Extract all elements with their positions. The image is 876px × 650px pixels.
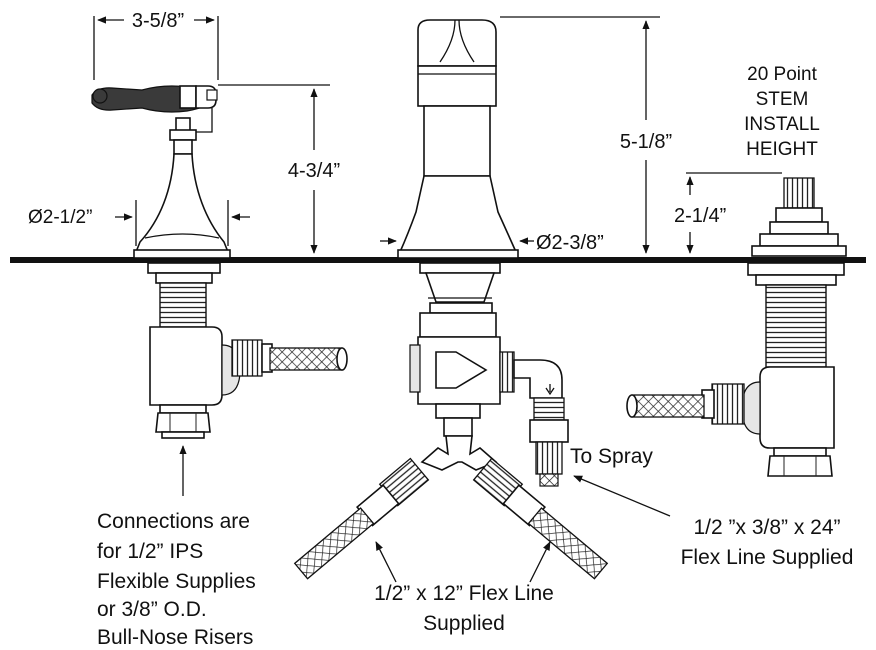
countertop-line (10, 257, 866, 263)
flex-12-note-line-1: 1/2” x 12” Flex Line (374, 582, 554, 605)
dim-spout-base-dia: Ø2-3/8” (536, 232, 604, 254)
leader-arrows (179, 445, 671, 583)
stem-label-line-2: STEM (756, 89, 809, 110)
dimension-lines (93, 16, 782, 254)
dim-handle-height: 4-3/4” (288, 160, 340, 182)
flex-24-note-line-1: 1/2 ”x 3/8” x 24” (693, 516, 840, 539)
stem-label-line-4: HEIGHT (746, 139, 818, 160)
flex-24-note-line-2: Flex Line Supplied (681, 546, 854, 569)
spout-assembly (293, 19, 609, 580)
connections-note-line-3: Flexible Supplies (97, 570, 256, 593)
to-spray-label: To Spray (570, 445, 653, 468)
lever-handle-valve (91, 85, 348, 439)
dim-handle-base-dia: Ø2-1/2” (28, 207, 92, 228)
dim-stem-height: 2-1/4” (674, 205, 726, 227)
connections-note-line-5: Bull-Nose Risers (97, 626, 253, 649)
dim-handle-width: 3-5/8” (132, 10, 184, 32)
connections-note-line-2: for 1/2” IPS (97, 540, 203, 563)
stem-valve (626, 177, 847, 477)
stem-label-line-3: INSTALL (744, 114, 820, 135)
stem-label-line-1: 20 Point (747, 64, 817, 85)
flex-12-note-line-2: Supplied (423, 612, 505, 635)
dim-spout-height: 5-1/8” (620, 131, 672, 153)
connections-note-line-4: or 3/8” O.D. (97, 598, 207, 621)
connections-note-line-1: Connections are (97, 510, 250, 533)
